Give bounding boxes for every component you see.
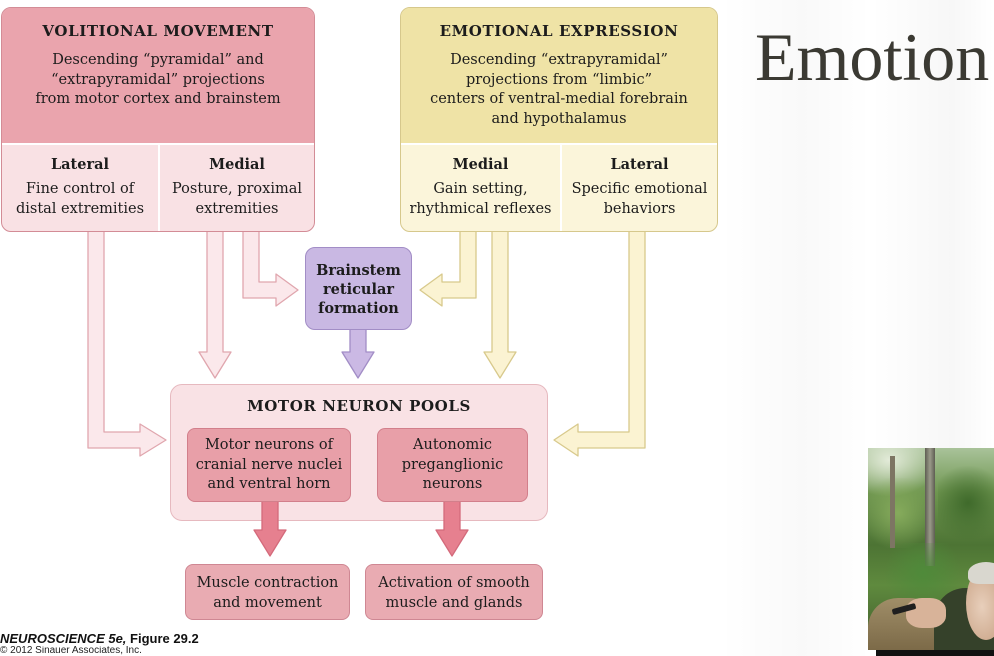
- emotional-lateral-line: Specific emotional: [571, 181, 708, 197]
- volitional-lateral-pathway: Lateral Fine control of distal extremiti…: [2, 145, 160, 231]
- emotional-description-line: and hypothalamus: [491, 110, 627, 127]
- smooth-muscle-glands-line: muscle and glands: [385, 595, 523, 611]
- caption-figure: Figure 29.2: [130, 631, 199, 646]
- webcam-bottom-bar: [876, 650, 994, 656]
- presenter-webcam-overlay: [868, 448, 994, 650]
- motor-neuron-pools-box: MOTOR NEURON POOLS Motor neurons of cran…: [170, 384, 548, 521]
- brainstem-label-line: formation: [318, 300, 399, 317]
- emotional-expression-box: EMOTIONAL EXPRESSION Descending “extrapy…: [400, 7, 718, 232]
- volitional-heading: VOLITIONAL MOVEMENT: [42, 22, 274, 40]
- volitional-lateral-heading: Lateral: [50, 156, 110, 173]
- emotional-lateral-line: behaviors: [603, 201, 676, 217]
- volitional-description-line: Descending “pyramidal” and: [52, 52, 264, 68]
- emotional-medial-heading: Medial: [452, 156, 509, 173]
- arrow-volitional-medial-to-motor-pools: [198, 219, 232, 379]
- arrow-volitional-lateral-to-motor-pools: [87, 219, 167, 457]
- arrow-emotional-lateral-to-motor-pools: [553, 219, 646, 457]
- muscle-contraction-line: Muscle contraction: [196, 575, 339, 591]
- volitional-medial-heading: Medial: [209, 156, 265, 173]
- emotional-description-line: projections from “limbic”: [465, 71, 652, 88]
- volitional-lateral-line: Fine control of: [25, 181, 135, 197]
- autonomic-preganglionic-box: Autonomic preganglionic neurons: [377, 428, 528, 502]
- emotional-medial-line: Gain setting,: [433, 181, 528, 197]
- emotional-description-line: centers of ventral-medial forebrain: [430, 91, 688, 107]
- smooth-muscle-glands-line: Activation of smooth: [378, 575, 530, 591]
- emotional-description-line: Descending “extrapyramidal”: [450, 52, 668, 68]
- arrow-volitional-medial-to-brainstem: [242, 219, 299, 307]
- arrow-emotional-medial-to-motor-pools: [483, 219, 517, 379]
- emotional-medial-line: rhythmical reflexes: [409, 201, 552, 217]
- caption-book: NEUROSCIENCE 5e,: [0, 631, 127, 646]
- volitional-medial-pathway: Medial Posture, proximal extremities: [160, 145, 314, 231]
- autonomic-preganglionic-line: neurons: [422, 476, 483, 492]
- arrow-emotional-medial-to-brainstem: [419, 219, 477, 307]
- slide-title: Emotion: [755, 23, 990, 93]
- emotional-expression-header: EMOTIONAL EXPRESSION Descending “extrapy…: [401, 8, 717, 143]
- volitional-description-line: from motor cortex and brainstem: [35, 91, 281, 107]
- smooth-muscle-glands-box: Activation of smooth muscle and glands: [365, 564, 543, 620]
- emotional-pathways: Medial Gain setting, rhythmical reflexes…: [401, 143, 717, 231]
- volitional-movement-header: VOLITIONAL MOVEMENT Descending “pyramida…: [2, 8, 314, 143]
- tree-trunk: [925, 448, 935, 566]
- brainstem-reticular-formation-box: Brainstem reticular formation: [305, 247, 412, 330]
- figure-caption: NEUROSCIENCE 5e, Figure 29.2: [0, 631, 199, 646]
- copyright-notice: © 2012 Sinauer Associates, Inc.: [0, 646, 142, 656]
- emotional-heading: EMOTIONAL EXPRESSION: [439, 22, 679, 40]
- tree-trunk: [890, 456, 895, 548]
- brainstem-label-line: reticular: [323, 281, 394, 298]
- autonomic-preganglionic-line: preganglionic: [401, 456, 504, 473]
- volitional-medial-line: extremities: [195, 201, 279, 217]
- volitional-pathways: Lateral Fine control of distal extremiti…: [2, 143, 314, 231]
- emotional-medial-pathway: Medial Gain setting, rhythmical reflexes: [401, 145, 562, 231]
- emotional-lateral-pathway: Lateral Specific emotional behaviors: [562, 145, 717, 231]
- brainstem-label-line: Brainstem: [316, 262, 401, 279]
- somatic-motor-neurons-box: Motor neurons of cranial nerve nuclei an…: [187, 428, 351, 502]
- motor-neuron-pools-heading: MOTOR NEURON POOLS: [247, 397, 471, 415]
- volitional-medial-line: Posture, proximal: [171, 181, 303, 197]
- volitional-movement-box: VOLITIONAL MOVEMENT Descending “pyramida…: [1, 7, 315, 232]
- muscle-contraction-line: and movement: [213, 595, 322, 611]
- autonomic-preganglionic-line: Autonomic: [413, 437, 492, 453]
- muscle-contraction-box: Muscle contraction and movement: [185, 564, 350, 620]
- somatic-motor-neurons-line: cranial nerve nuclei: [195, 456, 343, 473]
- presenter-hair: [968, 562, 994, 584]
- volitional-description-line: “extrapyramidal” projections: [51, 71, 265, 88]
- somatic-motor-neurons-line: Motor neurons of: [204, 437, 334, 453]
- emotional-lateral-heading: Lateral: [610, 156, 669, 173]
- volitional-lateral-line: distal extremities: [15, 201, 145, 217]
- foliage: [938, 458, 994, 548]
- somatic-motor-neurons-line: and ventral horn: [207, 476, 331, 492]
